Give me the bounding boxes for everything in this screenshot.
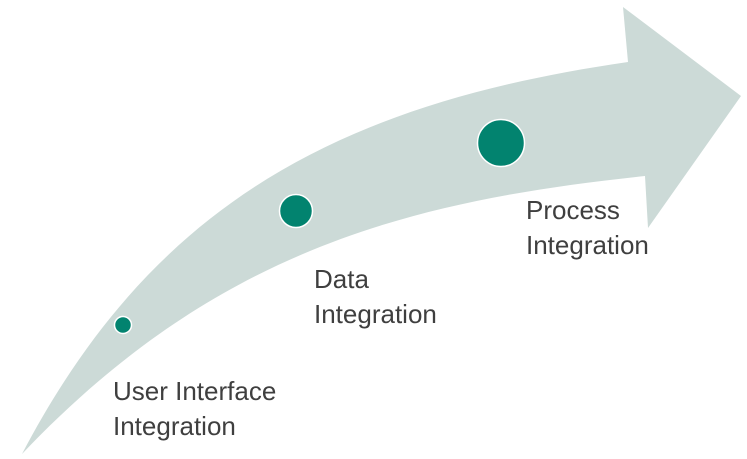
stage-label-user-interface-integration: User Interface Integration: [113, 374, 276, 444]
stage-label-line: User Interface: [113, 376, 277, 406]
stage-marker-user-interface: [113, 315, 133, 335]
stage-label-line: Integration: [314, 299, 437, 329]
stage-label-line: Process: [526, 195, 620, 225]
stage-label-line: Data: [314, 264, 369, 294]
stage-label-line: Integration: [113, 411, 236, 441]
stage-marker-process: [476, 118, 526, 168]
curved-progress-arrow: [22, 7, 741, 454]
stage-label-data-integration: Data Integration: [314, 262, 437, 332]
stage-marker-data: [278, 193, 314, 229]
stage-label-process-integration: Process Integration: [526, 193, 649, 263]
stage-label-line: Integration: [526, 230, 649, 260]
